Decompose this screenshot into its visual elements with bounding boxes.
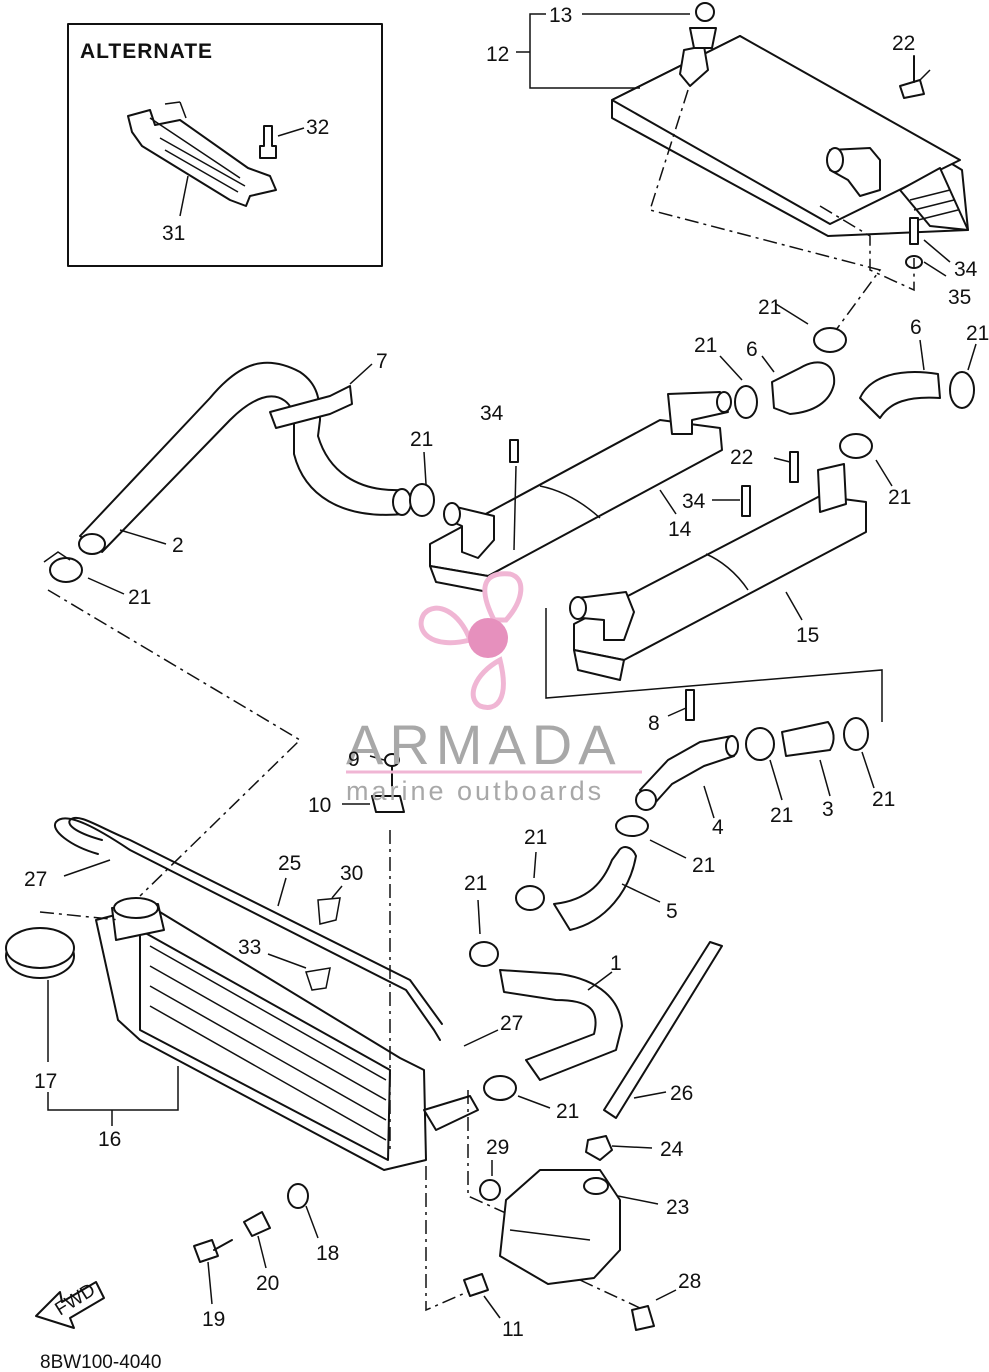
pipe-4-drawing [635, 689, 739, 811]
label-17: 17 [34, 1070, 57, 1093]
label-27: 27 [500, 1012, 523, 1035]
label-4: 4 [712, 816, 724, 839]
hose-1-drawing [499, 969, 623, 1081]
label-25: 25 [278, 852, 301, 875]
label-29: 29 [486, 1136, 509, 1159]
hose-2-drawing [78, 361, 412, 555]
label-32: 32 [306, 116, 329, 139]
label-21: 21 [410, 428, 433, 451]
watermark-name: ARMADA [346, 713, 622, 776]
label-12: 12 [486, 43, 509, 66]
bolt-9-drawing [371, 753, 405, 813]
label-21: 21 [872, 788, 895, 811]
hose-5-drawing [553, 846, 637, 931]
cap-24-drawing [585, 1135, 613, 1161]
label-1: 1 [610, 952, 622, 975]
label-11: 11 [502, 1318, 524, 1341]
label-31: 31 [162, 222, 185, 245]
alternate-title: ALTERNATE [80, 40, 213, 63]
drawing-code: 8BW100-4040 [40, 1352, 161, 1372]
reservoir-23-drawing [499, 1169, 621, 1285]
cooler-15-drawing [569, 451, 867, 681]
label-8: 8 [648, 712, 660, 735]
label-27: 27 [24, 868, 47, 891]
propeller-icon [418, 571, 524, 710]
bolt-32-drawing [259, 125, 277, 159]
label-21: 21 [692, 854, 715, 877]
part-labels: 13 12 22 32 31 34 35 21 6 21 21 6 7 34 2… [24, 4, 989, 1341]
label-34: 34 [480, 402, 504, 425]
label-20: 20 [256, 1272, 279, 1295]
label-22: 22 [730, 446, 753, 469]
label-3: 3 [822, 798, 834, 821]
hose-26-drawing [603, 941, 723, 1119]
label-21: 21 [966, 322, 989, 345]
label-2: 2 [172, 534, 184, 557]
label-34: 34 [954, 258, 978, 281]
label-14: 14 [668, 518, 692, 541]
label-35: 35 [948, 286, 971, 309]
bracket-31-drawing [127, 101, 277, 207]
label-21: 21 [888, 486, 911, 509]
label-5: 5 [666, 900, 678, 923]
label-21: 21 [464, 872, 487, 895]
label-21: 21 [694, 334, 717, 357]
fwd-arrow-icon: FWD [35, 1280, 105, 1329]
alternate-inset: ALTERNATE [67, 23, 383, 267]
label-9: 9 [348, 748, 360, 771]
hose-6-drawing [771, 361, 941, 419]
label-6: 6 [746, 338, 758, 361]
radiator-16-drawing [5, 897, 479, 1171]
label-21: 21 [758, 296, 781, 319]
watermark-tagline: marine outboards [346, 776, 604, 806]
label-21: 21 [524, 826, 547, 849]
label-26: 26 [670, 1082, 693, 1105]
armada-watermark: ARMADA marine outboards [346, 571, 642, 806]
label-6: 6 [910, 316, 922, 339]
label-10: 10 [308, 794, 331, 817]
label-34: 34 [682, 490, 706, 513]
label-30: 30 [340, 862, 363, 885]
hose-25-drawing [53, 816, 443, 1041]
label-13: 13 [549, 4, 572, 27]
label-28: 28 [678, 1270, 701, 1293]
label-21: 21 [770, 804, 793, 827]
label-15: 15 [796, 624, 819, 647]
label-19: 19 [202, 1308, 225, 1331]
label-7: 7 [376, 350, 388, 373]
label-24: 24 [660, 1138, 684, 1161]
clamp-21-drawing [43, 551, 83, 583]
label-21: 21 [128, 586, 151, 609]
hose-3-drawing [781, 721, 835, 757]
label-23: 23 [666, 1196, 689, 1219]
label-18: 18 [316, 1242, 339, 1265]
cover-plate-drawing [611, 2, 969, 269]
label-22: 22 [892, 32, 915, 55]
label-33: 33 [238, 936, 261, 959]
label-21: 21 [556, 1100, 579, 1123]
label-16: 16 [98, 1128, 121, 1151]
